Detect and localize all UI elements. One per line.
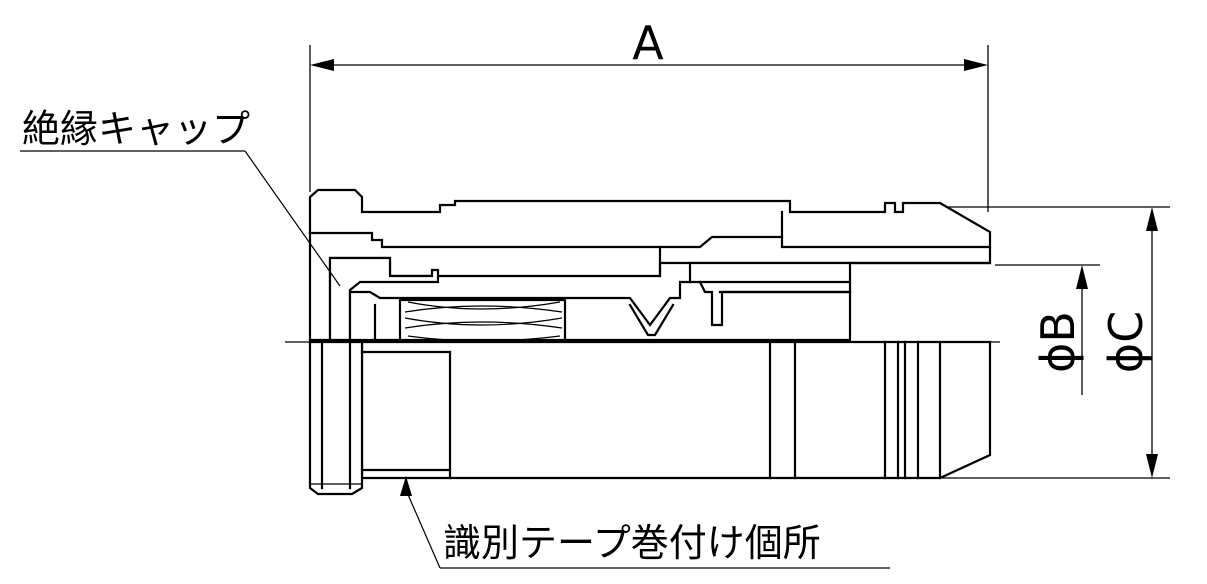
- outer-shell-section: [308, 188, 992, 342]
- dimension-c-label: ϕC: [1099, 311, 1153, 373]
- lower-exterior-view: [308, 340, 992, 496]
- dimension-c-arrow-bottom: [1146, 454, 1158, 478]
- flange-exterior: [308, 340, 364, 496]
- dimension-c: ϕC: [940, 206, 1170, 479]
- callout-insulating-cap: 絶縁キャップ: [20, 107, 341, 287]
- callout-id-tape: 識別テープ巻付け個所: [400, 476, 890, 569]
- insulating-cap-section: [328, 256, 440, 342]
- outer-body-exterior: [360, 340, 992, 480]
- dimension-b: ϕB: [995, 264, 1100, 395]
- dimension-a: A: [309, 16, 989, 212]
- dimension-b-label: ϕB: [1031, 311, 1085, 373]
- dimension-a-arrow-right: [964, 59, 988, 71]
- dimension-a-arrow-left: [310, 59, 334, 71]
- id-tape-arrow: [400, 476, 412, 496]
- dimension-c-arrow-top: [1146, 207, 1158, 231]
- insulating-cap-leader: [244, 150, 341, 287]
- upper-section-view: [308, 188, 992, 342]
- spring-coil: [398, 298, 567, 342]
- insulating-cap-label: 絶縁キャップ: [22, 107, 250, 151]
- dimension-a-label: A: [632, 16, 664, 70]
- dimension-b-arrow-top: [1076, 265, 1088, 289]
- id-tape-label: 識別テープ巻付け個所: [443, 521, 821, 565]
- id-tape-leader: [405, 489, 441, 569]
